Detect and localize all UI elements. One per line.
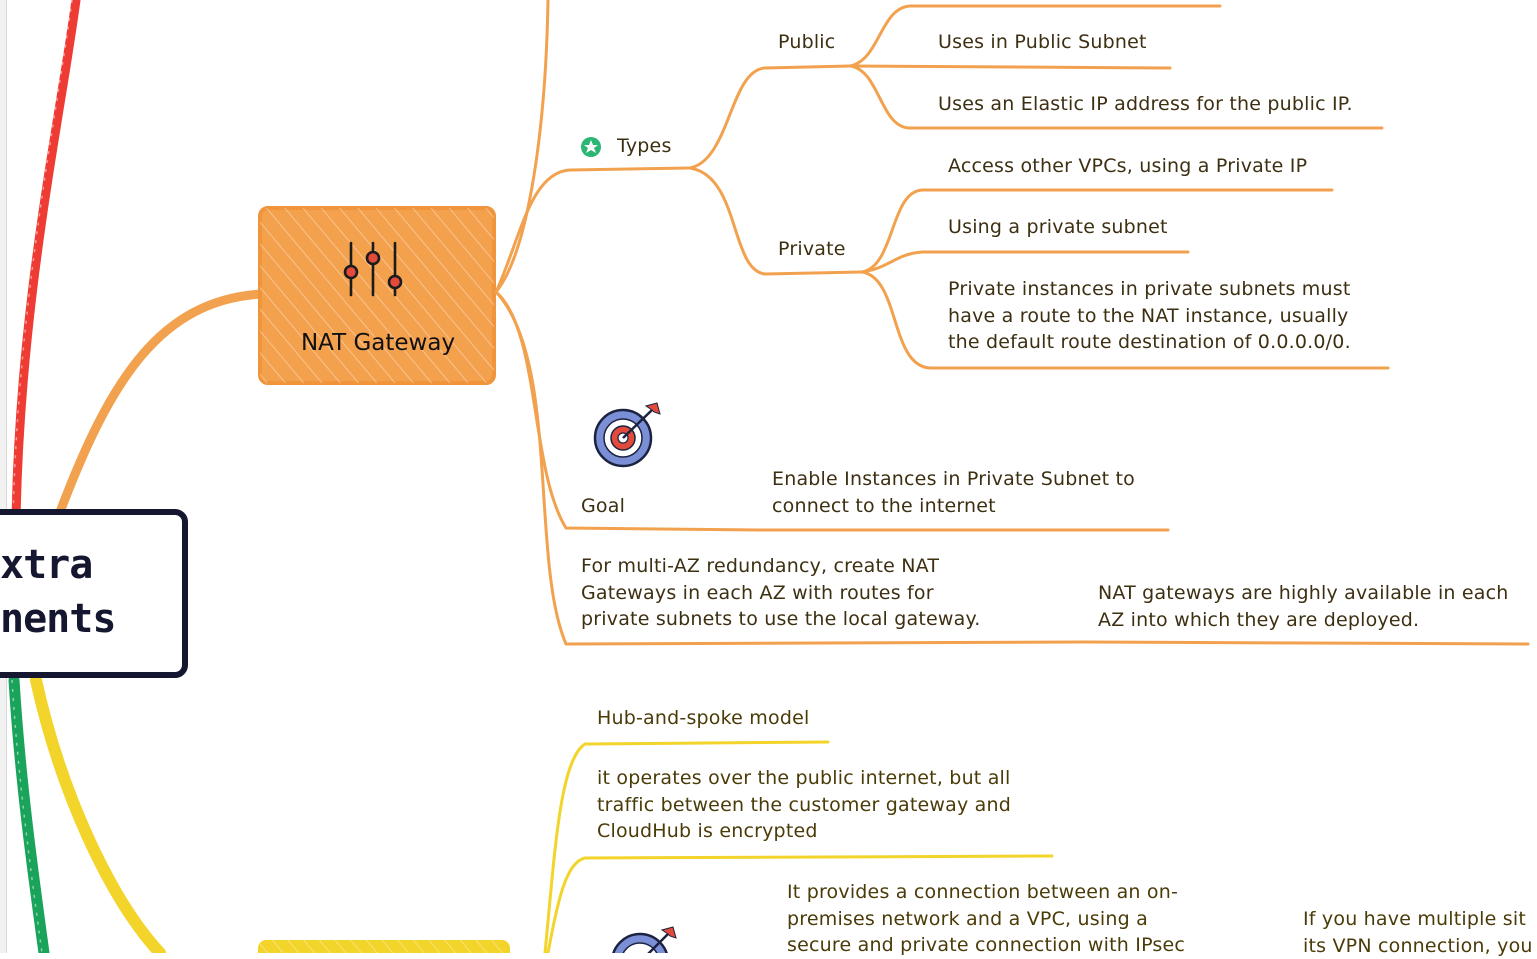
vpn-multiple-sites[interactable]: If you have multiple sit its VPN connect… <box>1303 908 1533 957</box>
underline-public-item1 <box>848 64 1172 70</box>
green-branch-hatch <box>11 679 43 953</box>
window-left-edge <box>0 0 7 953</box>
yellow-main-branch <box>30 674 166 953</box>
vpn-connection-text[interactable]: It provides a connection between an on- … <box>787 881 1186 956</box>
red-branch-hatch <box>12 0 73 521</box>
sliders-icon <box>343 241 403 297</box>
target-arrow-icon-vpn <box>612 926 677 953</box>
vpn-traffic-encrypted[interactable]: it operates over the public internet, bu… <box>597 767 1012 842</box>
connector-types <box>494 166 692 294</box>
private-label[interactable]: Private <box>778 238 846 260</box>
vpn-node[interactable] <box>258 940 510 953</box>
redundancy-text[interactable]: For multi-AZ redundancy, create NAT Gate… <box>581 555 981 630</box>
private-item-other-vpcs[interactable]: Access other VPCs, using a Private IP <box>948 155 1308 177</box>
underline-redundancy-detail <box>1083 640 1530 646</box>
public-item-subnet[interactable]: Uses in Public Subnet <box>938 31 1147 53</box>
star-badge-icon <box>581 137 601 157</box>
connector-redundancy <box>494 290 1087 646</box>
connector-types-private <box>688 166 864 276</box>
underline-private-item2 <box>860 250 1190 274</box>
redundancy-detail[interactable]: NAT gateways are highly available in eac… <box>1098 582 1509 631</box>
root-node-box[interactable] <box>0 509 188 678</box>
connector-hub <box>543 740 830 953</box>
orange-main-branch <box>55 289 267 517</box>
nat-gateway-title: NAT Gateway <box>300 330 456 356</box>
connector-types-public <box>688 64 852 170</box>
goal-text[interactable]: Enable Instances in Private Subnet to co… <box>772 468 1136 517</box>
underline-public-top <box>848 4 1222 68</box>
public-item-elastic-ip[interactable]: Uses an Elastic IP address for the publi… <box>938 93 1353 115</box>
underline-private-item3 <box>860 270 1390 370</box>
green-main-branch <box>8 674 50 953</box>
target-arrow-icon <box>593 402 661 468</box>
types-label[interactable]: Types <box>617 135 672 157</box>
connector-traffic <box>546 854 1054 953</box>
goal-label[interactable]: Goal <box>581 495 626 517</box>
connector-top <box>494 0 550 294</box>
nat-gateway-node[interactable] <box>258 206 496 385</box>
private-item-route[interactable]: Private instances in private subnets mus… <box>948 278 1351 353</box>
vpn-hub-model[interactable]: Hub-and-spoke model <box>597 707 810 729</box>
underline-public-item2 <box>848 64 1384 130</box>
private-item-subnet[interactable]: Using a private subnet <box>948 216 1168 238</box>
red-main-branch <box>11 0 81 525</box>
underline-private-item1 <box>860 188 1334 274</box>
root-node-label: xtra nents <box>0 542 116 642</box>
public-label[interactable]: Public <box>778 31 836 53</box>
